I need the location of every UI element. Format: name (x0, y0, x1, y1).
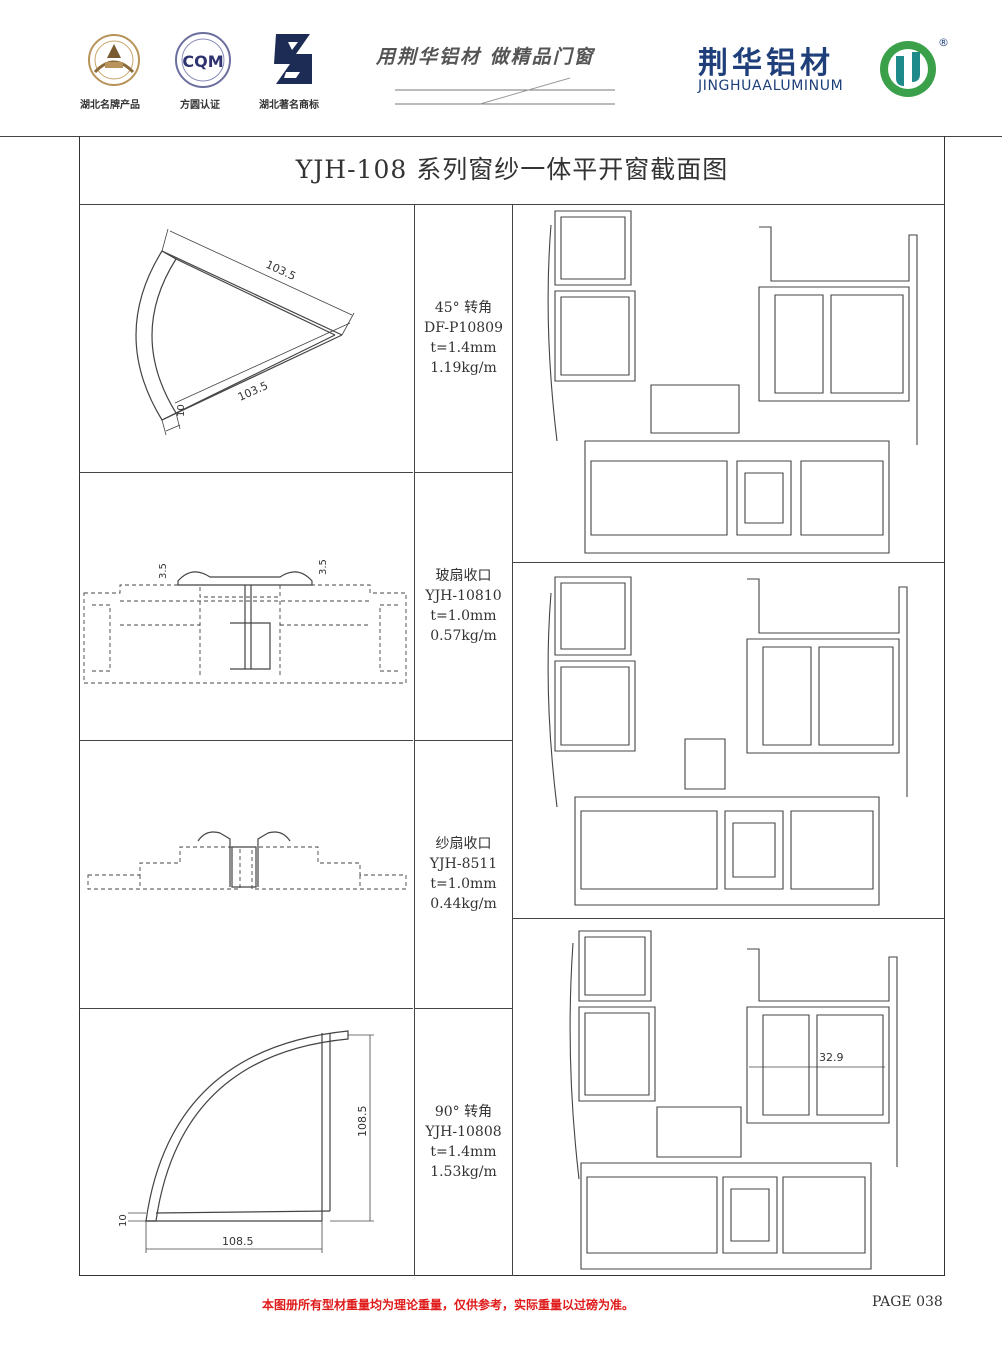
row-divider (512, 562, 944, 563)
row-divider (414, 1008, 512, 1009)
profile-weight: 1.53kg/m (430, 1164, 497, 1180)
hubei-brand-seal-icon (88, 34, 140, 86)
dimension-label: 108.5 (356, 1106, 369, 1138)
row-divider (414, 740, 512, 741)
slogan-underline (395, 77, 615, 105)
profile-code: YJH-10808 (425, 1124, 502, 1140)
profile-45-corner-drawing: 103.5 103.5 10 (135, 228, 355, 436)
column-divider (512, 204, 513, 1276)
profile-spec: 45° 转角 DF-P10809 t=1.4mm 1.19kg/m (415, 298, 512, 378)
row-divider (414, 472, 512, 473)
profile-thickness: t=1.4mm (430, 340, 497, 356)
page-number: PAGE 038 (872, 1294, 943, 1310)
profile-thickness: t=1.0mm (430, 608, 497, 624)
profile-name: 玻扇收口 (435, 568, 492, 584)
assembly-section-drawing-2 (547, 576, 908, 906)
brand-name-cn: 荆华铝材 (698, 46, 834, 81)
assembly-section-drawing-1 (547, 210, 918, 554)
dimension-label: 10 (176, 404, 187, 417)
profile-thickness: t=1.0mm (430, 876, 497, 892)
header-divider (0, 136, 1002, 137)
row-divider (79, 472, 413, 473)
badge-caption: 湖北著名商标 (259, 100, 319, 111)
profile-thickness: t=1.4mm (430, 1144, 497, 1160)
profile-glass-sash-closing-drawing: 3.5 3.5 (83, 559, 407, 684)
badge-caption: 湖北名牌产品 (80, 100, 140, 111)
row-divider (79, 1008, 413, 1009)
registered-mark: ® (938, 36, 949, 49)
dimension-label: 108.5 (222, 1235, 254, 1248)
profile-spec: 玻扇收口 YJH-10810 t=1.0mm 0.57kg/m (415, 566, 512, 646)
profile-weight: 1.19kg/m (430, 360, 497, 376)
dimension-label: 10 (118, 1214, 129, 1227)
page-title: YJH-108 系列窗纱一体平开窗截面图 (295, 155, 729, 184)
profile-spec: 90° 转角 YJH-10808 t=1.4mm 1.53kg/m (415, 1102, 512, 1182)
dimension-label: 32.9 (819, 1051, 844, 1064)
profile-spec: 纱扇收口 YJH-8511 t=1.0mm 0.44kg/m (415, 834, 512, 914)
profile-code: YJH-10810 (425, 588, 502, 604)
profile-name: 45° 转角 (434, 300, 493, 316)
assembly-section-drawing-3: 32.9 (569, 930, 898, 1270)
cqm-certification-icon: CQM (175, 32, 231, 88)
profile-90-corner-drawing: 108.5 108.5 10 (118, 1030, 374, 1253)
footer-note: 本图册所有型材重量均为理论重量，仅供参考，实际重量以过磅为准。 (262, 1298, 635, 1312)
row-divider (512, 918, 944, 919)
dimension-label: 3.5 (318, 559, 329, 575)
row-divider (79, 740, 413, 741)
profile-weight: 0.57kg/m (430, 628, 497, 644)
jinghua-logo-icon (880, 41, 936, 97)
cqm-logo-text: CQM (182, 52, 223, 71)
dimension-label: 3.5 (158, 563, 169, 579)
slogan: 用荆华铝材 做精品门窗 (376, 46, 595, 68)
profile-name: 90° 转角 (434, 1104, 493, 1120)
profile-name: 纱扇收口 (435, 836, 492, 852)
dimension-label: 103.5 (264, 258, 298, 283)
profile-code: YJH-8511 (429, 856, 498, 872)
brand-name-en: JINGHUAALUMINUM (698, 78, 844, 94)
profile-weight: 0.44kg/m (430, 896, 497, 912)
profile-code: DF-P10809 (424, 320, 503, 336)
famous-trademark-icon (274, 34, 312, 84)
badge-caption: 方圆认证 (180, 100, 220, 111)
profile-screen-sash-closing-drawing (87, 831, 407, 890)
